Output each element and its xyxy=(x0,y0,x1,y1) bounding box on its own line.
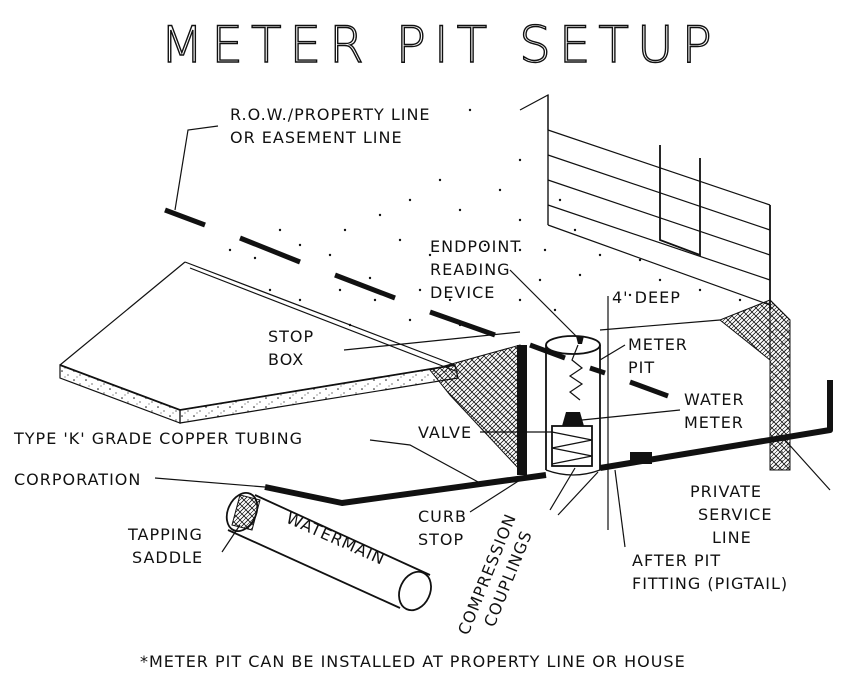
pigtail-fitting xyxy=(630,452,652,464)
row-line-label-2: OR EASEMENT LINE xyxy=(230,128,403,147)
stop-box-label-2: BOX xyxy=(268,350,304,369)
diagram-title: METER PIT SETUP xyxy=(160,16,719,74)
meter-pit xyxy=(545,335,601,476)
footnote: *METER PIT CAN BE INSTALLED AT PROPERTY … xyxy=(140,652,686,671)
endpoint-label-3: DEVICE xyxy=(430,283,495,302)
private-label-2: SERVICE xyxy=(698,505,772,524)
copper-tubing-label: TYPE 'K' GRADE COPPER TUBING xyxy=(13,429,303,448)
sidewalk xyxy=(59,261,459,424)
curb-stop-label-1: CURB xyxy=(418,507,467,526)
after-pit-label-1: AFTER PIT xyxy=(632,551,721,570)
tapping-label-1: TAPPING xyxy=(127,525,203,544)
watermain-pipe xyxy=(225,492,432,612)
after-pit-label-2: FITTING (PIGTAIL) xyxy=(632,574,788,593)
meter-pit-label-1: METER xyxy=(628,335,688,354)
stop-box-label-1: STOP xyxy=(268,327,314,346)
water-meter-label-1: WATER xyxy=(684,390,745,409)
deep-label: 4' DEEP xyxy=(612,288,681,307)
curb-stop-label-2: STOP xyxy=(418,530,464,549)
property-line xyxy=(164,207,669,399)
valve-label: VALVE xyxy=(418,423,472,442)
lawn-dots xyxy=(228,108,742,327)
meter-pit-label-2: PIT xyxy=(628,358,655,377)
watermain-label: WATERMAIN xyxy=(283,508,388,569)
service-line xyxy=(599,380,833,471)
foundation xyxy=(769,298,791,471)
leader-lines xyxy=(154,125,831,553)
water-meter xyxy=(562,412,584,426)
row-line-label-1: R.O.W./PROPERTY LINE xyxy=(230,105,431,124)
endpoint-label-2: READING xyxy=(430,260,511,279)
stop-box xyxy=(517,345,527,475)
soil-left xyxy=(429,344,521,472)
corporation-label: CORPORATION xyxy=(14,470,141,489)
labels: R.O.W./PROPERTY LINE OR EASEMENT LINE EN… xyxy=(13,105,788,671)
copper-tubing xyxy=(264,472,547,506)
endpoint-label-1: ENDPOINT xyxy=(430,237,521,256)
house-wall xyxy=(519,93,771,310)
tapping-label-2: SADDLE xyxy=(132,548,203,567)
private-label-3: LINE xyxy=(712,528,752,547)
water-meter-label-2: METER xyxy=(684,413,744,432)
private-label-1: PRIVATE xyxy=(690,482,762,501)
